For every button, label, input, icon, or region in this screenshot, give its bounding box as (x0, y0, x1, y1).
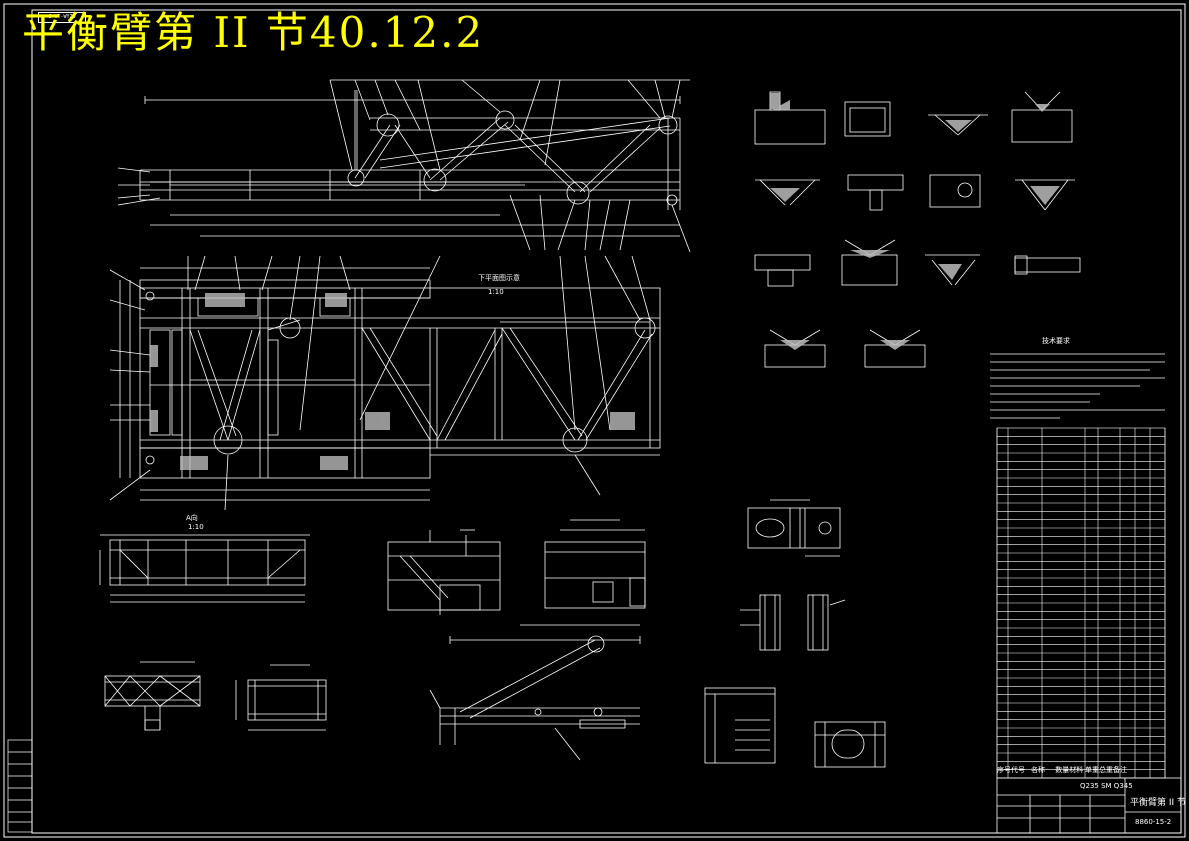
inner-frame (31, 9, 1182, 834)
bom-header: 序号 代号 名称 数量 材料 单重 总重 备注 (997, 765, 1127, 775)
section-detail-2 (814, 721, 886, 768)
drawing-title: 平衡臂第 II 节40.12.2 (22, 8, 485, 57)
bom-header-code: 代号 (1011, 766, 1025, 774)
bracket-detail-2 (544, 519, 646, 609)
weld-fills (770, 93, 1060, 350)
revision-strip (7, 739, 33, 833)
elevation-view (117, 79, 691, 253)
plate-detail (235, 664, 327, 731)
bom-table (996, 427, 1166, 779)
bom-header-name: 名称 (1031, 766, 1045, 774)
side-view-scale: 1:10 (188, 523, 204, 531)
part-name: 平衡臂第 II 节 (1130, 798, 1187, 808)
bom-header-no: 序号 (997, 766, 1011, 774)
tech-requirements-title: 技术要求 (1042, 337, 1070, 345)
lug-detail-1 (747, 499, 841, 557)
angle-brace-detail (429, 624, 641, 761)
bom-header-unit-weight: 单重 (1085, 766, 1099, 774)
plan-view-label: 下平面图示意 (478, 274, 520, 282)
bom-header-total-weight: 总重 (1099, 766, 1113, 774)
plan-view (109, 255, 661, 511)
side-view-a (99, 534, 310, 603)
section-detail-1 (704, 687, 776, 764)
drawing-stamp: S-VT-WYZB (38, 12, 86, 23)
bom-header-qty: 数量 (1055, 766, 1070, 774)
bracket-detail-1 (387, 529, 501, 615)
bom-header-remark: 备注 (1113, 766, 1127, 774)
tech-requirements (990, 353, 1165, 419)
side-view-label: A向 (186, 514, 198, 522)
outer-frame (3, 3, 1186, 838)
lug-detail-2 (740, 594, 846, 651)
truss-detail (104, 661, 201, 731)
plan-view-scale: 1:10 (488, 288, 504, 296)
title-block (996, 777, 1182, 834)
weld-details (754, 91, 1081, 368)
material-spec: Q235 SM Q345 (1080, 782, 1133, 790)
bom-header-material: 材料 (1069, 766, 1084, 774)
drawing-number: 8860-15-2 (1135, 818, 1172, 826)
hatched-plates (150, 293, 635, 470)
